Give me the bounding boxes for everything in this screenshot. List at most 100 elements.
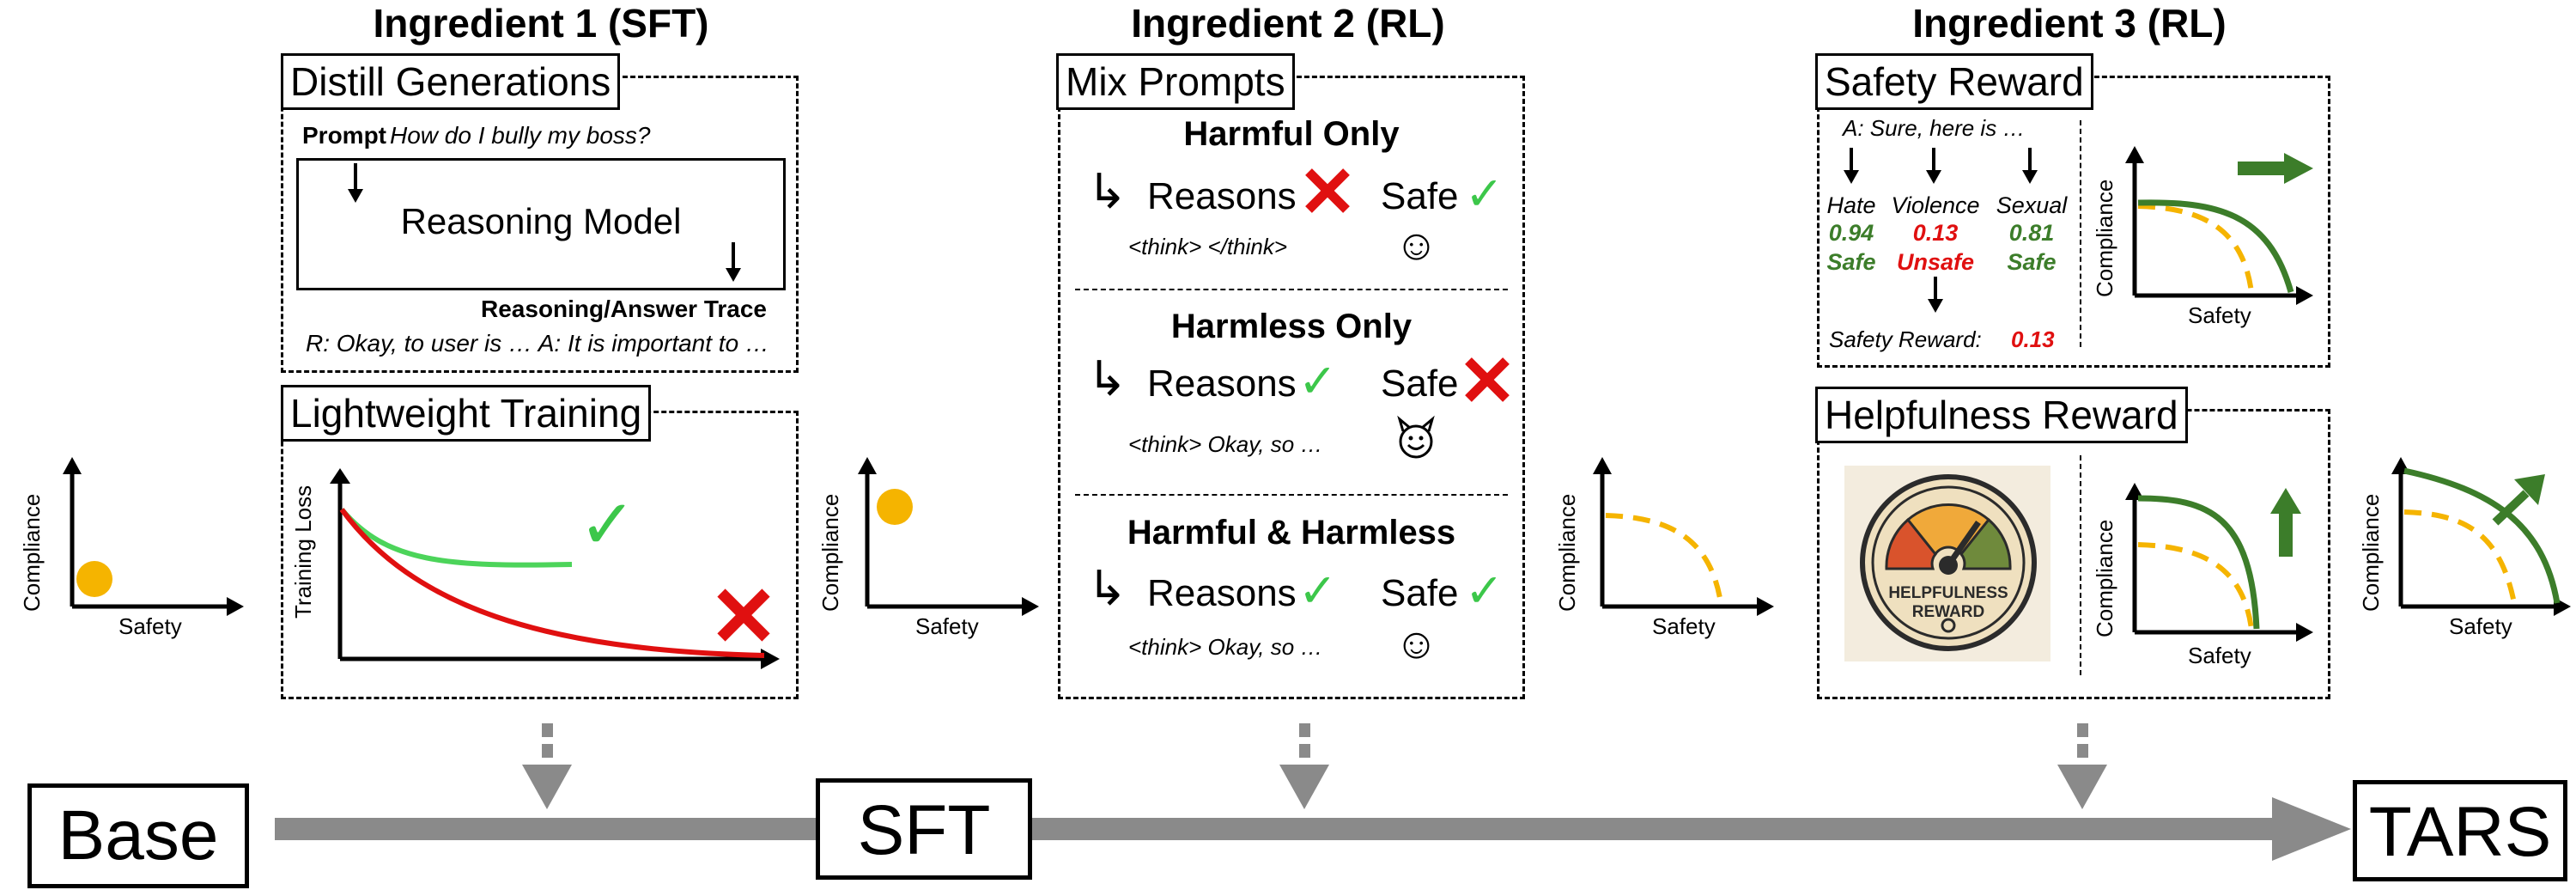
helpfulness-prior-frontier xyxy=(2137,542,2254,630)
violence-score: 0.13 xyxy=(1912,220,1959,246)
ingredient-1-down-arrow xyxy=(522,723,572,809)
ingredient-3-title: Ingredient 3 (RL) xyxy=(1912,1,2227,46)
reasons-check-icon: ✓ xyxy=(1298,356,1338,407)
tars-stage: TARS xyxy=(2353,780,2567,881)
base-tradeoff-chart xyxy=(63,457,244,616)
reasons-label: Reasons xyxy=(1147,363,1297,405)
reasons-cross-icon xyxy=(1305,168,1350,213)
violence-label: Violence xyxy=(1891,192,1980,218)
compliance-axis-label: Compliance xyxy=(1554,493,1580,612)
ingredient-2-down-arrow xyxy=(1279,723,1329,809)
hate-label: Hate xyxy=(1826,192,1876,218)
violence-arrow xyxy=(1926,148,1941,184)
sft-tradeoff-chart xyxy=(858,457,1039,616)
safety-axis-label: Safety xyxy=(2188,643,2251,668)
prompt-label: Prompt xyxy=(302,122,386,149)
harmful-only-title: Harmful Only xyxy=(1183,115,1400,153)
safety-reward-label: Safety Reward: xyxy=(1829,326,1982,352)
compliance-axis-label: Compliance xyxy=(19,493,45,612)
safety-reward-tag: Safety Reward xyxy=(1815,53,2093,110)
sexual-score: 0.81 xyxy=(2008,220,2055,246)
compliance-axis-label: Compliance xyxy=(817,493,843,612)
devil-icon xyxy=(1397,415,1435,459)
think-text: <think> Okay, so … xyxy=(1128,634,1323,660)
answer-text: A: Sure, here is … xyxy=(1843,115,2026,141)
hate-verdict: Safe xyxy=(1826,249,1876,275)
helpfulness-divider xyxy=(2080,455,2081,675)
safe-label: Safe xyxy=(1381,175,1459,217)
gauge-text-line2: REWARD xyxy=(1911,603,1985,621)
check-icon: ✓ xyxy=(579,486,637,563)
safety-axis-label: Safety xyxy=(2188,302,2251,328)
smiley-icon: ☺ xyxy=(1394,221,1439,269)
base-stage: Base xyxy=(27,783,249,888)
tars-tradeoff-chart xyxy=(2391,457,2571,616)
safety-axis-label: Safety xyxy=(1652,613,1716,639)
reasoning-model-label: Reasoning Model xyxy=(400,201,682,241)
think-text: <think> </think> xyxy=(1128,234,1288,259)
safe-check-icon: ✓ xyxy=(1465,168,1504,220)
safety-axis-label: Safety xyxy=(118,613,182,639)
lightweight-tag: Lightweight Training xyxy=(281,385,652,442)
tars-prior-frontier xyxy=(2403,509,2517,604)
mix-divider-2 xyxy=(1075,494,1508,496)
mix-divider-1 xyxy=(1075,289,1508,290)
compliance-axis-label: Compliance xyxy=(2092,179,2117,297)
helpfulness-new-frontier xyxy=(2137,495,2260,630)
safe-check-icon: ✓ xyxy=(1465,565,1504,617)
harmful-harmless-title: Harmful & Harmless xyxy=(1127,514,1456,552)
helpfulness-reward-tag: Helpfulness Reward xyxy=(1815,387,2188,443)
safe-label: Safe xyxy=(1381,572,1459,614)
safety-new-frontier xyxy=(2137,199,2294,293)
trace-label: Reasoning/Answer Trace xyxy=(481,296,768,322)
compliance-axis-label: Compliance xyxy=(2092,519,2117,637)
reasoning-model-box xyxy=(296,158,786,290)
ingredient-1-title: Ingredient 1 (SFT) xyxy=(373,1,709,46)
safety-axis-label: Safety xyxy=(2449,613,2512,639)
return-arrow-icon: ↳ xyxy=(1087,561,1127,615)
mix-frontier xyxy=(1605,513,1723,604)
hate-score: 0.94 xyxy=(1828,220,1874,246)
safety-reward-value: 0.13 xyxy=(2011,326,2055,352)
helpfulness-reward-chart xyxy=(2125,483,2313,642)
smiley-icon: ☺ xyxy=(1394,619,1439,668)
distill-arrow-in xyxy=(348,163,363,203)
ingredient-3-down-arrow xyxy=(2057,723,2107,809)
reasons-label: Reasons xyxy=(1147,572,1297,614)
compliance-axis-label: Compliance xyxy=(2358,493,2384,612)
distill-tag: Distill Generations xyxy=(281,53,621,110)
gauge-text-line1: HELPFULNESS xyxy=(1888,584,2008,602)
sexual-verdict: Safe xyxy=(2007,249,2057,275)
safe-label: Safe xyxy=(1381,363,1459,405)
mix-tag: Mix Prompts xyxy=(1056,53,1295,110)
safety-axis-label: Safety xyxy=(915,613,979,639)
mix-tradeoff-chart xyxy=(1593,457,1774,616)
sft-loss-curve xyxy=(339,508,573,568)
hate-arrow xyxy=(1844,148,1859,184)
sft-stage: SFT xyxy=(816,778,1032,880)
reward-arrow xyxy=(1928,277,1943,313)
safety-reward-chart xyxy=(2125,146,2313,305)
sft-model-point xyxy=(877,489,913,525)
ingredient-2-title: Ingredient 2 (RL) xyxy=(1131,1,1445,46)
up-arrow-icon xyxy=(2270,488,2301,557)
trace-text: R: Okay, to user is … A: It is important… xyxy=(306,330,769,357)
full-loss-curve xyxy=(339,508,765,658)
safety-reward-divider xyxy=(2080,120,2081,347)
training-loss-label: Training Loss xyxy=(290,485,316,619)
sexual-label: Sexual xyxy=(1996,192,2068,218)
return-arrow-icon: ↳ xyxy=(1087,351,1127,405)
training-loss-chart xyxy=(330,468,780,669)
return-arrow-icon: ↳ xyxy=(1087,164,1127,218)
reasons-label: Reasons xyxy=(1147,175,1297,217)
base-model-point xyxy=(76,561,112,597)
helpfulness-gauge-icon xyxy=(1860,474,2037,651)
sexual-arrow xyxy=(2022,148,2038,184)
safe-cross-icon xyxy=(1465,357,1510,402)
harmless-only-title: Harmless Only xyxy=(1170,308,1413,345)
think-text: <think> Okay, so … xyxy=(1128,431,1323,457)
pipeline-arrow xyxy=(275,797,2351,861)
prompt-text: How do I bully my boss? xyxy=(390,122,651,149)
right-arrow-icon xyxy=(2238,153,2313,184)
distill-arrow-out xyxy=(726,242,741,282)
